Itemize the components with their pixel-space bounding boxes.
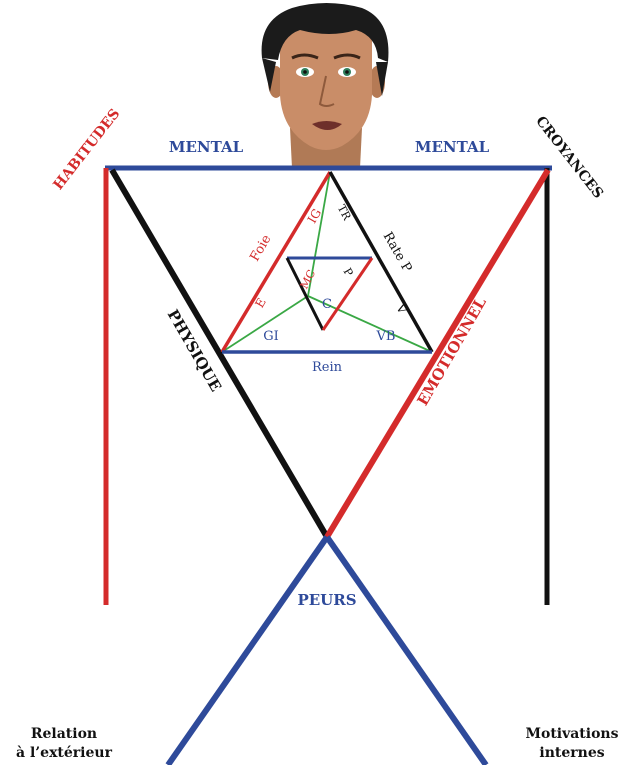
mental-left-label: MENTAL [169,138,244,156]
organ-foie-label: Foie [247,232,274,264]
organ-vb-label: VB [376,329,396,344]
organ-rein-label: Rein [312,360,343,375]
organ-p-label: P [341,266,356,279]
organ-v-label: V [393,301,410,317]
croyances-label: CROYANCES [532,113,606,201]
human-face-portrait-icon [262,3,389,168]
motivations-label-line1: Motivations [525,726,618,742]
peurs-right-line [327,537,486,765]
organ-mc-label: MC [298,268,319,291]
habitudes-label: HABITUDES [50,106,123,193]
organ-e-label: E [252,296,269,311]
mental-right-label: MENTAL [415,138,490,156]
organ-c-label: C [322,297,332,312]
motivations-label-line2: internes [539,745,604,761]
relation-label-line1: Relation [31,726,97,742]
peurs-left-line [168,537,327,765]
organ-gi-label: GI [263,329,279,344]
relation-label-line2: à l’extérieur [16,745,113,761]
peurs-label: PEURS [297,591,356,609]
